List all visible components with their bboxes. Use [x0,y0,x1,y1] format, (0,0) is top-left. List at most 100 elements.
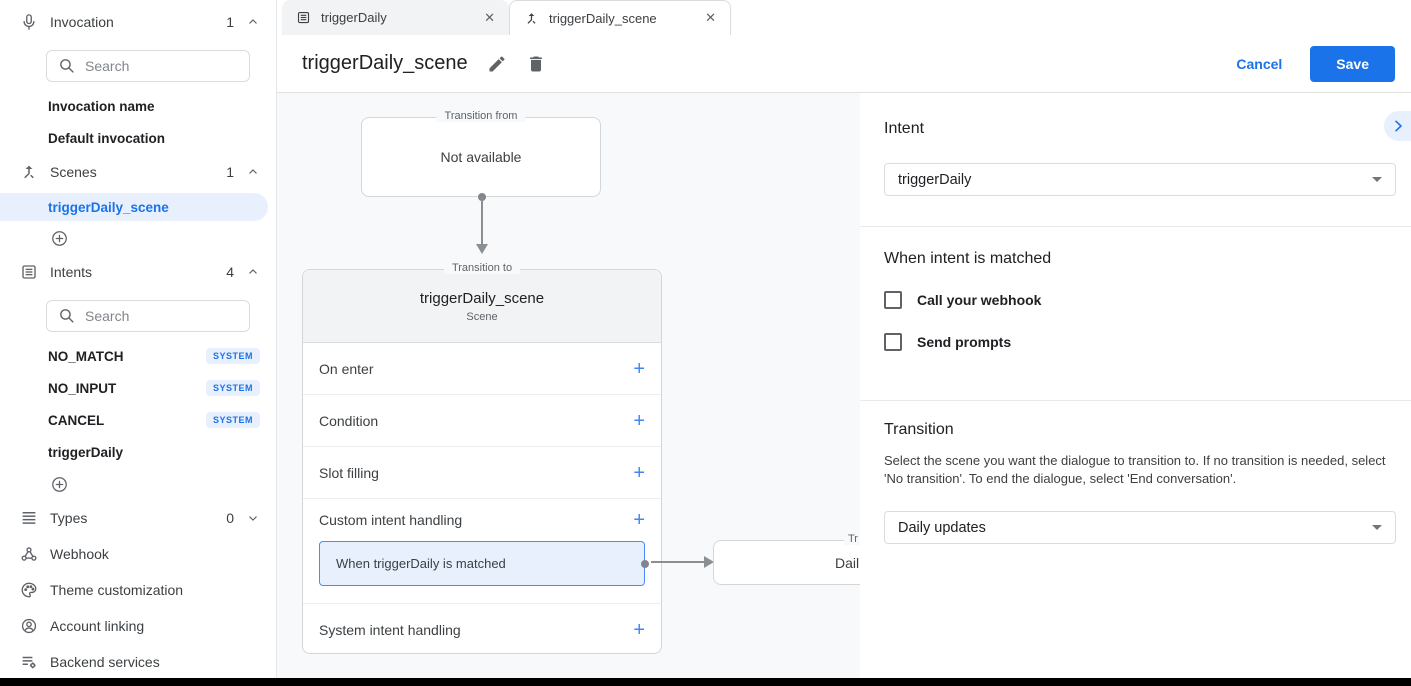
webhook-icon [21,547,37,561]
node-legend: Tr [844,533,860,545]
sidebar-item-invocation-name[interactable]: Invocation name [0,90,276,122]
invocation-search-input[interactable] [46,50,250,82]
transition-to-node: Transition to triggerDaily_scene Scene O… [302,262,662,655]
scene-row-slot-filling[interactable]: Slot filling + [303,447,661,499]
intent-select[interactable]: triggerDaily [884,163,1396,196]
account-circle-icon [21,618,37,634]
row-label: Custom intent handling [319,512,463,528]
section-label: Invocation [50,14,114,30]
sidebar-item-no-match[interactable]: NO_MATCH SYSTEM [0,340,276,372]
search-icon [60,309,74,323]
add-icon [52,230,67,246]
save-button[interactable]: Save [1310,45,1395,82]
sidebar-section-types[interactable]: Types 0 [0,502,276,534]
matched-heading: When intent is matched [884,250,1052,267]
scene-row-system-intent-handling[interactable]: System intent handling + [303,604,661,655]
divider [860,400,1411,401]
panel-collapse-button[interactable] [1384,111,1411,141]
bottom-black-bar [0,678,1411,686]
transition-target-node[interactable]: Tr Dail [713,533,860,585]
cancel-button[interactable]: Cancel [1236,55,1283,72]
send-prompts-checkbox-row[interactable]: Send prompts [884,333,1396,351]
intent-handler-chip[interactable]: When triggerDaily is matched [319,541,649,586]
transition-heading: Transition [884,421,954,438]
call-webhook-checkbox-row[interactable]: Call your webhook [884,291,1396,309]
arrow-down-icon [476,244,488,254]
sidebar-item-default-invocation[interactable]: Default invocation [0,122,276,154]
microphone-icon [23,14,35,30]
transition-select-value: Daily updates [898,519,986,536]
chevron-up-icon [249,19,257,24]
custom-intent-row[interactable]: Custom intent handling + [303,499,661,541]
connector-dot [641,560,649,568]
section-count: 0 [226,510,234,526]
system-badge: SYSTEM [205,348,260,364]
item-label: Theme customization [50,582,184,598]
add-icon[interactable]: + [633,409,645,432]
connector-line [651,561,705,563]
checkbox-label: Call your webhook [917,292,1042,308]
add-intent-button[interactable] [0,470,276,498]
item-label: NO_MATCH [48,348,124,364]
sidebar-item-account-linking[interactable]: Account linking [0,608,276,644]
item-label: CANCEL [48,412,105,428]
main-area: triggerDaily ✕ triggerDaily_scene ✕ trig… [277,0,1411,678]
item-label: Invocation name [48,98,155,114]
scenes-merge-icon [24,165,34,179]
sidebar-item-triggerdaily-scene[interactable]: triggerDaily_scene [0,193,268,221]
edit-pencil-icon[interactable] [487,54,507,74]
scene-row-on-enter[interactable]: On enter + [303,343,661,395]
invocation-search [46,50,250,82]
handler-label: When triggerDaily is matched [336,556,506,571]
sidebar-item-no-input[interactable]: NO_INPUT SYSTEM [0,372,276,404]
sidebar-item-cancel[interactable]: CANCEL SYSTEM [0,404,276,436]
scene-node-header: triggerDaily_scene Scene [303,270,661,343]
node-legend: Transition to [443,262,521,274]
close-icon[interactable]: ✕ [484,9,495,25]
row-label: System intent handling [319,621,461,638]
checkbox-label: Send prompts [917,334,1012,350]
add-icon[interactable]: + [633,461,645,484]
section-count: 4 [226,264,234,280]
tab-triggerdaily[interactable]: triggerDaily ✕ [282,0,509,35]
tab-triggerdaily-scene[interactable]: triggerDaily_scene ✕ [509,0,731,35]
add-scene-button[interactable] [0,224,276,252]
close-icon[interactable]: ✕ [705,10,716,25]
scene-row-condition[interactable]: Condition + [303,395,661,447]
sidebar-item-triggerdaily[interactable]: triggerDaily [0,436,276,468]
transition-select[interactable]: Daily updates [884,511,1396,544]
intents-search [46,300,250,332]
sidebar-section-scenes[interactable]: Scenes 1 [0,156,276,188]
arrow-right-icon [704,556,714,568]
intents-search-input[interactable] [46,300,250,332]
sidebar-item-backend-services[interactable]: Backend services [0,644,276,678]
node-body: Not available [440,149,522,165]
chevron-down-icon [249,516,257,521]
sidebar-item-webhook[interactable]: Webhook [0,536,276,572]
delete-trash-icon[interactable] [526,54,546,74]
backend-services-icon [22,656,36,669]
scene-node-subtitle: Scene [466,310,498,323]
item-label: Webhook [50,546,109,562]
scene-row-custom-intent-handling: Custom intent handling + When triggerDai… [303,499,661,604]
checkbox-unchecked[interactable] [884,291,902,309]
palette-icon [21,582,37,598]
sidebar-section-invocation[interactable]: Invocation 1 [0,0,276,44]
row-label: On enter [319,360,374,377]
item-label: Default invocation [48,130,166,146]
section-label: Intents [50,264,93,280]
checkbox-unchecked[interactable] [884,333,902,351]
sidebar-section-intents[interactable]: Intents 4 [0,256,276,288]
add-icon [52,476,67,492]
system-badge: SYSTEM [205,380,260,396]
sidebar-item-theme-customization[interactable]: Theme customization [0,572,276,608]
chevron-up-icon [249,269,257,274]
section-count: 1 [226,14,234,30]
section-label: Scenes [50,164,97,180]
dropdown-caret-icon [1372,177,1382,182]
add-icon[interactable]: + [633,357,645,380]
item-label: triggerDaily [48,444,124,460]
add-icon[interactable]: + [633,618,645,641]
tab-label: triggerDaily_scene [549,10,657,26]
add-icon[interactable]: + [633,509,645,531]
